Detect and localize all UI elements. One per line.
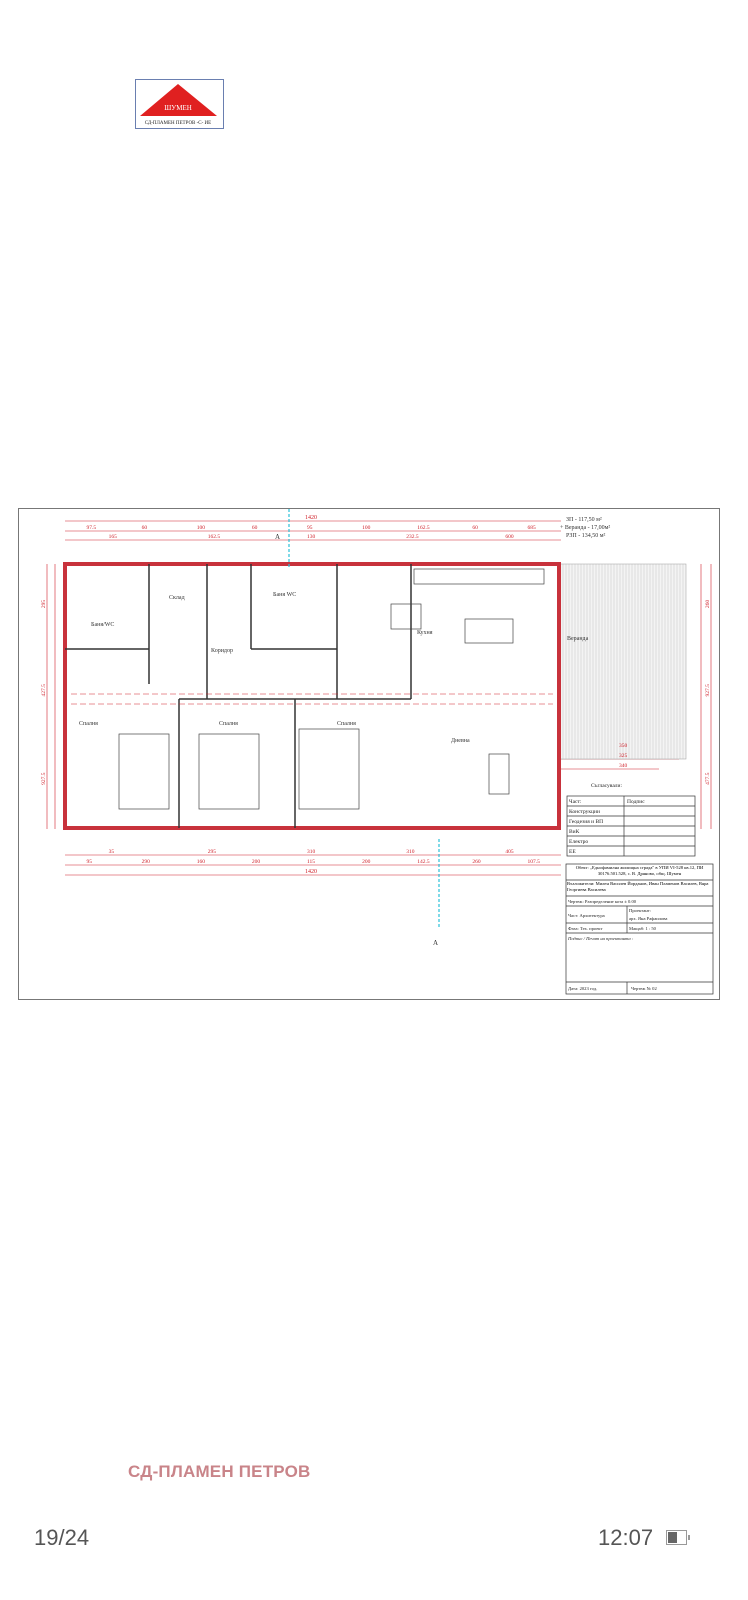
table-header: Част: [569,799,582,805]
dim-text: 927.5 [41,772,47,785]
clock: 12:07 [598,1525,654,1550]
svg-text:СД-ПЛАМЕН ПЕТРОВ -С- ИЕ: СД-ПЛАМЕН ПЕТРОВ -С- ИЕ [145,121,211,126]
table-cell: Електро [569,839,588,845]
watermark-caption: СД-ПЛАМЕН ПЕТРОВ [128,1462,311,1481]
table-header: Подпис [627,799,645,805]
dim-text: 162.5 [208,534,221,540]
dim-text: 35 [109,849,115,855]
dim-text: 95 [307,525,313,531]
dim-text: 107.5 [527,859,540,865]
dim-text: 310 [406,849,415,855]
dim-text: 427.5 [41,684,47,697]
room-label: Кухня [417,630,433,636]
dim-text: 160 [197,859,206,865]
object-text: Обект: „Еднофамилна жилищна сграда" в УП… [575,865,704,876]
room-label: Спалня [219,721,238,727]
phase-text: Фаза: Тех. проект [568,926,602,931]
dim-text: 60 [142,525,148,531]
dim-text: 165 [109,534,118,540]
dim-text: 95 [87,859,93,865]
dim-text: 600 [505,534,514,540]
table-cell: ВиК [569,829,580,835]
room-label: Веранда [567,636,589,642]
floor-plan-drawing: ЗП - 117,50 м² + Веранда - 17,00м² РЗП -… [18,508,720,1000]
dim-text: 290 [142,859,151,865]
dim-text: 142.5 [417,859,430,865]
dim-text: 60 [472,525,478,531]
room-label: Спалня [337,721,356,727]
dim-text: 340 [619,763,628,769]
page-counter: 19/24 [34,1525,90,1550]
dim-text: 405 [505,849,514,855]
dim-text: 115 [307,859,315,865]
part-text: Част: Архитектура [568,913,605,918]
dim-text: 310 [307,849,316,855]
dim-text: 100 [362,525,371,531]
area-text: + Веранда - 17,00м² [560,525,610,531]
room-label: Спалня [79,721,98,727]
room-label: Склад [169,595,185,601]
title-block: Обект: „Еднофамилна жилищна сграда" в УП… [565,863,714,995]
approval-title: Съгласували: [591,783,622,789]
table-cell: Геодезия и ВП [569,819,603,825]
table-cell: ЕЕ [569,849,576,855]
designer-name: арх. Яна Рафаилова [629,916,667,921]
dim-text: 350 [619,743,628,749]
dim-text: 200 [362,859,371,865]
signature-label: Подпис / Печат на проектанта : [567,936,634,941]
area-text: РЗП - 134,50 м² [566,533,606,539]
dim-text: 325 [619,753,628,759]
battery-icon [666,1530,690,1545]
dim-text: 97.5 [87,525,97,531]
area-text: ЗП - 117,50 м² [566,517,602,523]
dim-text: 130 [307,534,316,540]
dim-text: 1420 [305,869,317,875]
dim-text: 260 [472,859,481,865]
section-mark: А [275,533,280,541]
dim-text: 100 [197,525,206,531]
room-label: Дневна [451,738,470,744]
dim-text: 295 [208,849,217,855]
dim-text: 295 [41,600,47,609]
dim-text: 1420 [305,515,317,521]
table-cell: Конструкции [569,809,600,815]
dim-text: 927.5 [705,684,711,697]
owners-text: Възложители: Милен Василев Йорданов, Ива… [567,881,709,892]
dim-text: 260 [705,600,711,609]
company-logo: ШУМЕН СД-ПЛАМЕН ПЕТРОВ -С- ИЕ [135,79,224,129]
drawing-text: Чертеж: Разпределение кота ± 0.00 [568,899,637,904]
approval-table: Съгласували: Част: Подпис Конструкции Ге… [566,783,696,857]
room-label: Коридор [211,648,233,654]
dim-text: 162.5 [417,525,430,531]
dim-text: 60 [252,525,258,531]
room-label: Баня WC [273,592,296,598]
room-label: Баня/WC [91,622,114,628]
dim-text: 685 [527,525,536,531]
dim-text: 200 [252,859,261,865]
date-text: Дата: 2023 год. [568,986,597,991]
svg-text:ШУМЕН: ШУМЕН [164,104,192,112]
section-mark: А [433,939,438,947]
dim-text: 232.5 [406,534,419,540]
designer-label: Проектант: [629,908,651,913]
sheet-number: Чертеж № 02 [631,986,657,991]
scale-text: Мащаб: 1 : 50 [629,926,657,931]
dim-text: 477.5 [705,772,711,785]
